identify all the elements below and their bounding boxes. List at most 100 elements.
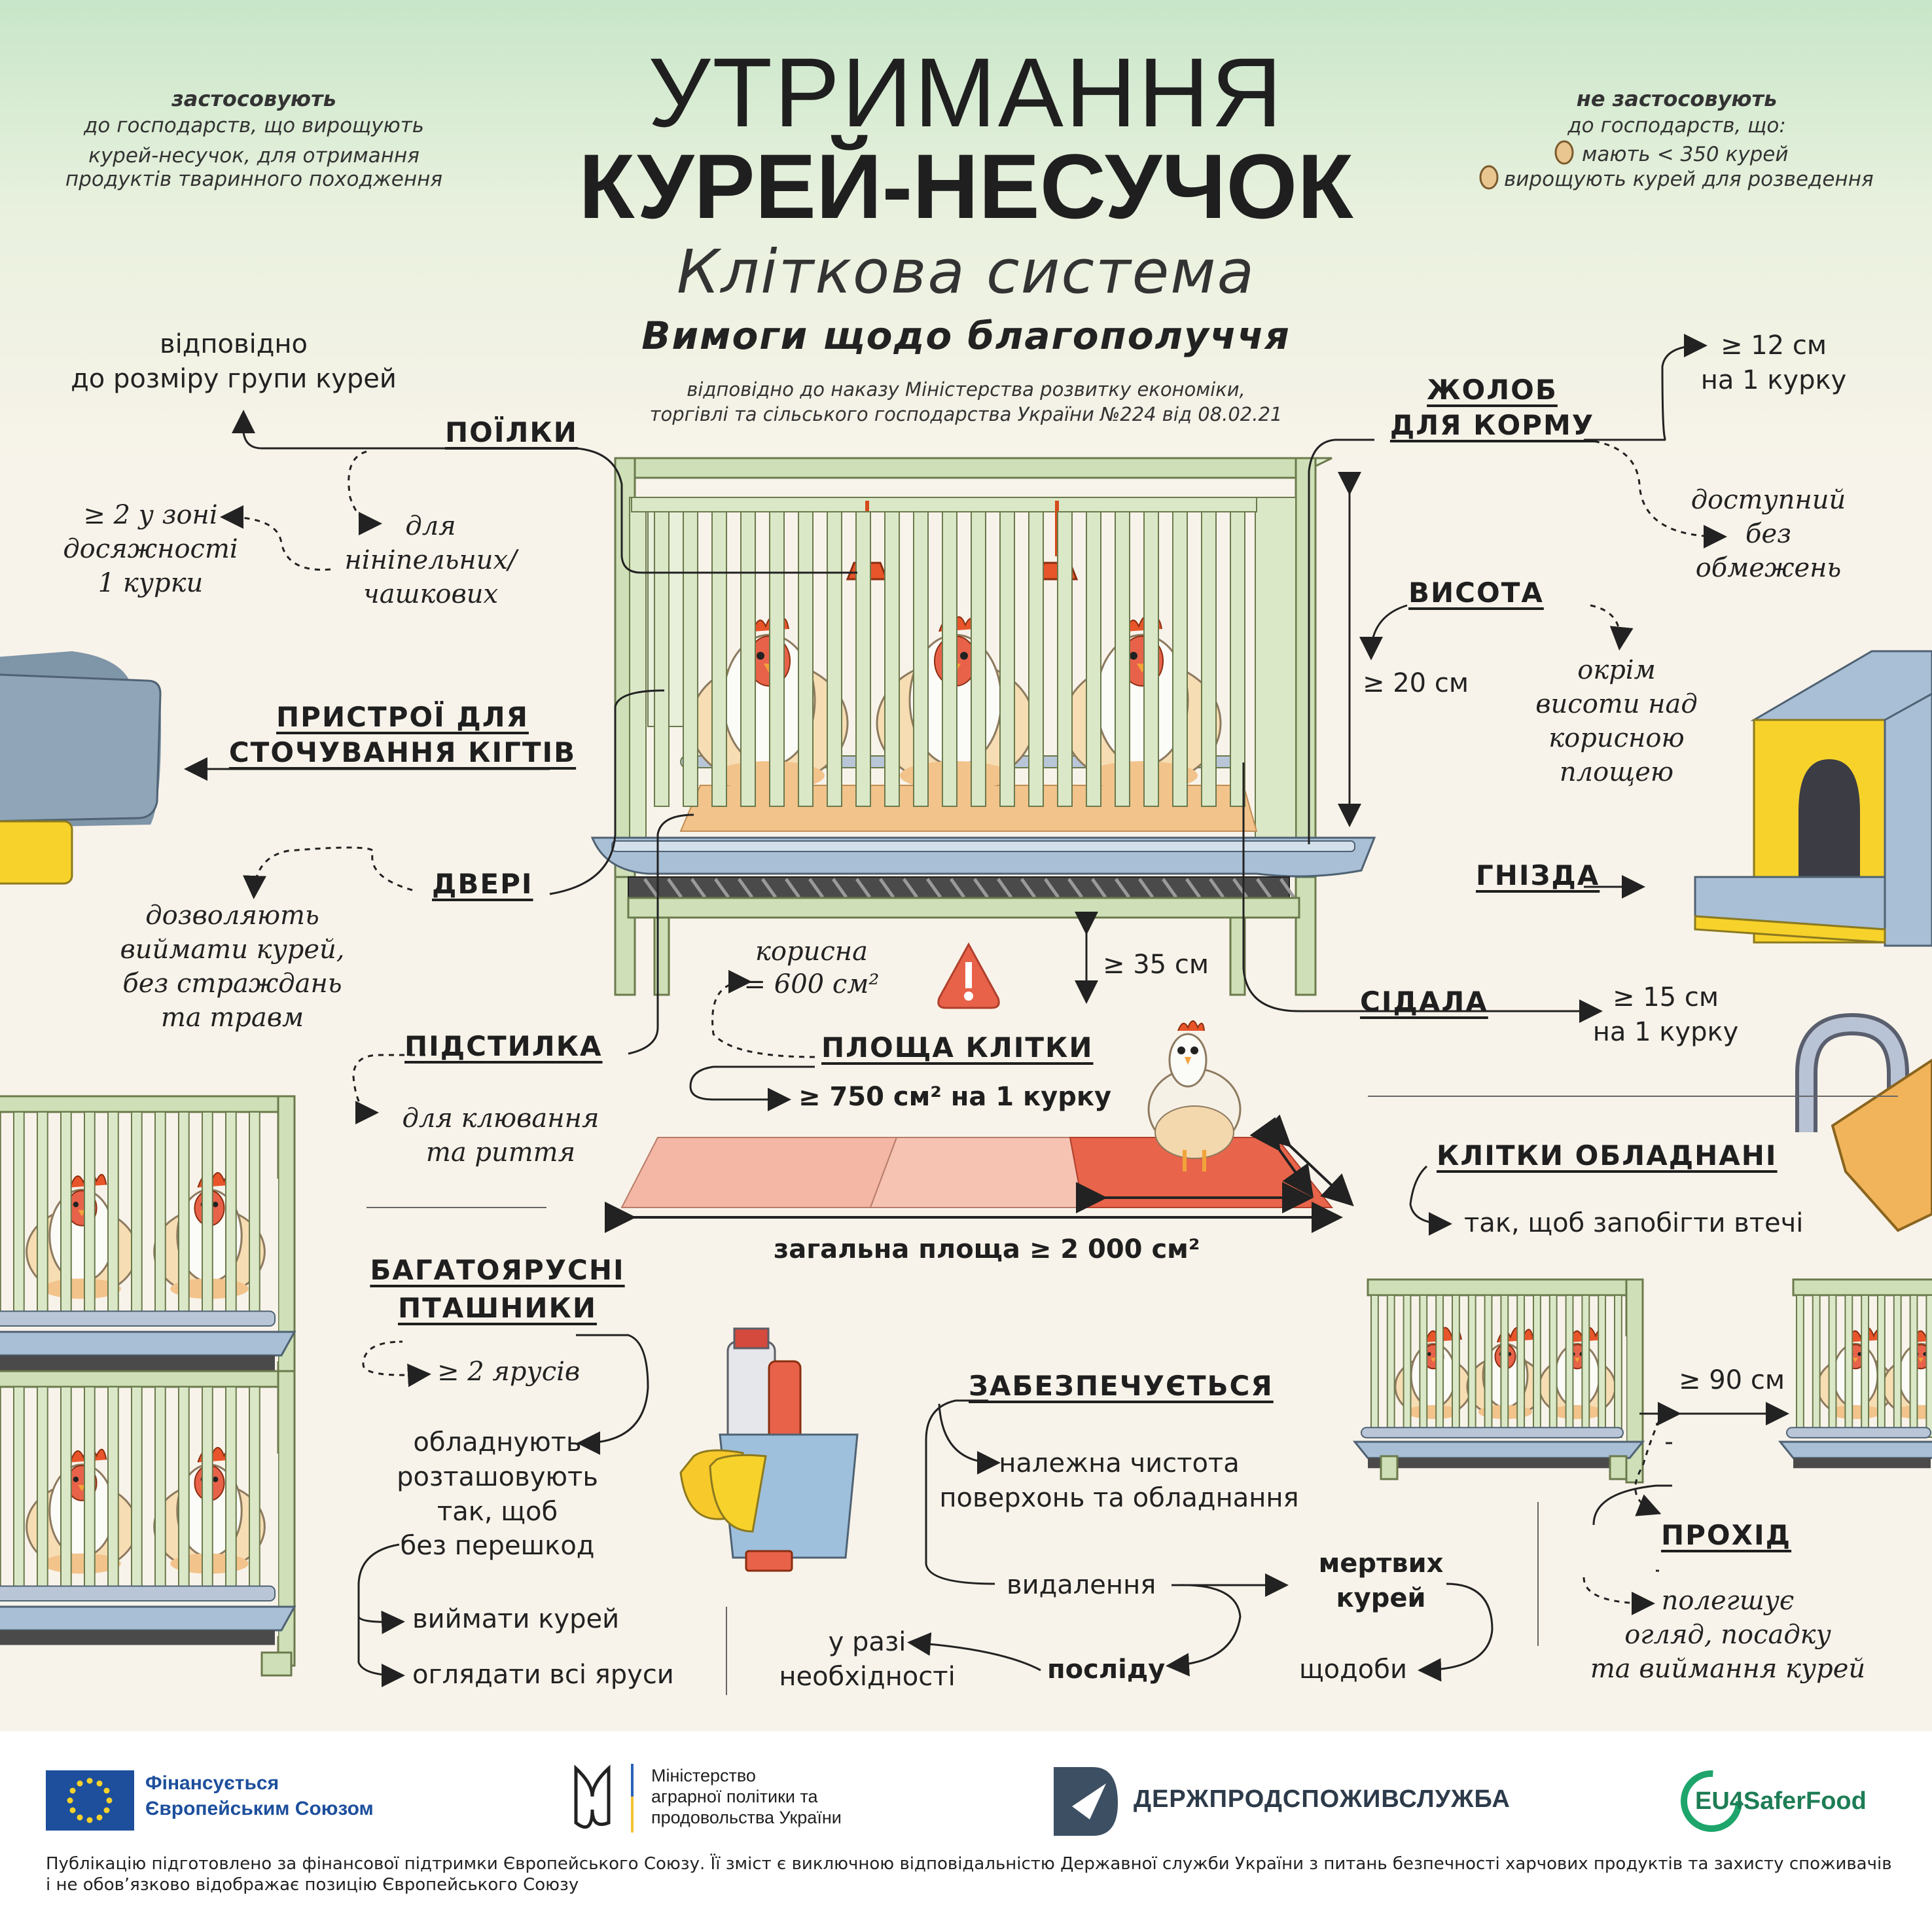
eu4saferfood-logo-icon <box>1681 1770 1742 1832</box>
cage-area-illustration <box>605 1114 1354 1233</box>
feeder-avail-line3: обмежень <box>1695 553 1842 583</box>
drinkers-type-line2: нініпельних/ <box>344 545 517 575</box>
equipped-label: КЛІТКИ ОБЛАДНАНІ <box>1437 1139 1778 1172</box>
multitier-label-line2: ПТАШНИКИ <box>398 1292 597 1324</box>
order-line1: відповідно до наказу Міністерства розвит… <box>687 378 1245 401</box>
doors-line3: без страждань <box>122 969 342 999</box>
nests-label: ГНІЗДА <box>1476 859 1600 891</box>
provided-label: ЗАБЕЗПЕЧУЄТЬСЯ <box>969 1370 1274 1402</box>
passage-cages-illustration <box>1352 1278 1932 1484</box>
subtitle: Кліткова система <box>677 237 1255 307</box>
drinkers-reach-line3: 1 курки <box>98 568 204 598</box>
area-total: загальна площа ≥ 2 000 см² <box>774 1234 1200 1264</box>
feeder-per-line1: ≥ 12 см <box>1720 331 1827 361</box>
not-applies-line1: до господарств, що: <box>1567 114 1786 137</box>
multitier-label-line1: БАГАТОЯРУСНІ <box>370 1254 625 1286</box>
title-line2: КУРЕЙ-НЕСУЧОК <box>579 135 1353 238</box>
padlock-icon <box>1795 1012 1932 1232</box>
height-note-line1: окрім <box>1577 655 1656 685</box>
disclaimer-line2: і не обов’язково відображає позицію Євро… <box>46 1875 579 1895</box>
feeder-label-line1: ЖОЛОБ <box>1427 374 1558 406</box>
multitier-line1: обладнують <box>413 1427 582 1458</box>
height-note-line2: висоти над <box>1535 689 1698 719</box>
cleaning-supplies-illustration <box>679 1327 859 1572</box>
drinkers-group-line1: відповідно <box>160 329 308 359</box>
multitier-line3: так, щоб <box>437 1497 558 1527</box>
not-applies-item1: мають < 350 курей <box>1582 143 1789 166</box>
height-value: ≥ 20 см <box>1363 668 1469 698</box>
title-line1: УТРИМАННЯ <box>648 37 1284 147</box>
doors-label: ДВЕРІ <box>432 868 533 900</box>
drinkers-group-line2: до розміру групи курей <box>71 364 397 394</box>
area-per-hen: ≥ 750 см² на 1 курку <box>798 1082 1112 1112</box>
claw-device-illustration <box>0 651 162 885</box>
provided-clean-line1: належна чистота <box>999 1448 1240 1478</box>
not-applies-item2: вирощують курей для розведення <box>1504 168 1874 191</box>
warning-icon <box>937 942 1000 1009</box>
provided-clean-line2: поверхонь та обладнання <box>939 1483 1299 1513</box>
passage-line3: та виймання курей <box>1590 1654 1866 1684</box>
footer-logos <box>46 1764 1742 1836</box>
provided-dead-line1: мертвих <box>1318 1548 1444 1579</box>
passage-line1: полегшує <box>1661 1586 1795 1616</box>
area-useful-line2: = 600 см² <box>743 969 880 999</box>
passage-label: ПРОХІД <box>1661 1519 1792 1551</box>
litter-line1: для клювання <box>402 1103 599 1134</box>
nest-box-illustration <box>1694 650 1932 947</box>
feeder-label-line2: ДЛЯ КОРМУ <box>1389 409 1595 441</box>
claws-label-line2: СТОЧУВАННЯ КІГТІВ <box>228 736 577 768</box>
provided-daily: щодоби <box>1299 1655 1407 1685</box>
requirements-heading: Вимоги щодо благополуччя <box>641 313 1291 358</box>
height-note-line4: площею <box>1559 757 1674 787</box>
drinkers-reach-line2: досяжності <box>63 534 238 564</box>
area-useful-line1: корисна <box>755 937 868 967</box>
provided-manure: посліду <box>1047 1655 1166 1685</box>
not-applies-heading: не застосовують <box>1576 86 1778 111</box>
feeder-avail-line1: доступний <box>1690 485 1846 515</box>
area-label: ПЛОЩА КЛІТКИ <box>821 1031 1094 1064</box>
main-cage-illustration <box>590 457 1376 996</box>
trident-icon <box>574 1764 611 1829</box>
dps-name: ДЕРЖПРОДСПОЖИВСЛУЖБА <box>1134 1785 1511 1813</box>
height-label: ВИСОТА <box>1408 577 1544 609</box>
applies-line3: продуктів тваринного походження <box>65 168 443 191</box>
eu-line2: Європейським Союзом <box>145 1798 374 1819</box>
litter-line2: та риття <box>425 1137 576 1168</box>
multitier-line2: розташовують <box>397 1462 598 1492</box>
feeder-per-line2: на 1 курку <box>1700 365 1847 395</box>
provided-need-line2: необхідності <box>779 1662 956 1692</box>
drinkers-type-line3: чашкових <box>363 579 499 609</box>
equipped-text: так, щоб запобігти втечі <box>1464 1208 1804 1238</box>
multitier-cages-illustration <box>0 1095 296 1677</box>
passage-line2: огляд, посадку <box>1624 1620 1831 1650</box>
passage-distance: ≥ 90 см <box>1679 1365 1785 1395</box>
eu-line1: Фінансується <box>145 1772 279 1794</box>
disclaimer-line1: Публікацію підготовлено за фінансової пі… <box>46 1854 1892 1874</box>
standing-hen-illustration <box>1147 1020 1242 1172</box>
doors-line4: та травм <box>160 1003 304 1033</box>
ministry-line3: продовольства України <box>651 1808 842 1827</box>
ministry-line1: Міністерство <box>651 1766 756 1785</box>
doors-line1: дозволяють <box>145 901 319 931</box>
below-cage-height: ≥ 35 см <box>1103 950 1209 980</box>
multitier-item2: оглядати всі яруси <box>412 1660 674 1690</box>
drinkers-type-line1: для <box>405 511 456 541</box>
feeder-avail-line2: без <box>1745 519 1791 549</box>
drinkers-label: ПОЇЛКИ <box>445 416 578 448</box>
provided-need-line1: у разі <box>828 1627 906 1657</box>
applies-heading: застосовують <box>171 86 336 111</box>
provided-dead-line2: курей <box>1336 1583 1426 1613</box>
applies-line1: до господарств, що вирощують <box>83 114 425 137</box>
multitier-item1: виймати курей <box>412 1604 620 1634</box>
litter-label: ПІДСТИЛКА <box>404 1030 603 1062</box>
footer: Фінансується Європейським Союзом Міністе… <box>0 1731 1932 1932</box>
ministry-line2: аграрної політики та <box>651 1787 818 1806</box>
header-background <box>0 0 1932 471</box>
multitier-tiers: ≥ 2 ярусів <box>437 1357 581 1387</box>
claws-label-line1: ПРИСТРОЇ ДЛЯ <box>276 701 529 733</box>
applies-line2: курей-несучок, для отримання <box>88 144 420 168</box>
height-note-line3: корисною <box>1548 723 1685 753</box>
multitier-line4: без перешкод <box>400 1531 595 1561</box>
